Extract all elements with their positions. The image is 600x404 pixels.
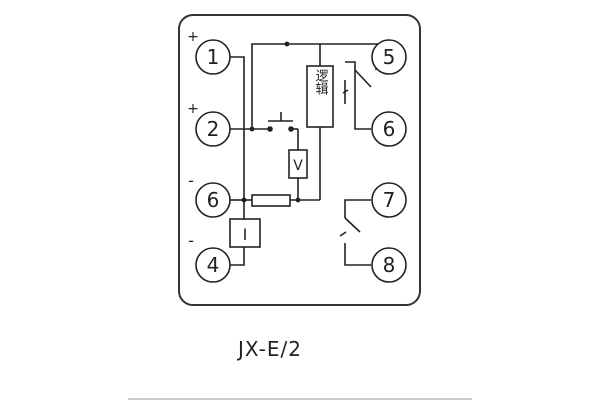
terminal-1-label: 1 bbox=[207, 45, 220, 69]
terminal-8: 8 bbox=[371, 247, 407, 283]
contact-78-symbol bbox=[339, 217, 361, 237]
current-meter-box bbox=[229, 218, 261, 248]
polarity-t2: + bbox=[187, 101, 199, 117]
terminal-8-label: 8 bbox=[383, 253, 396, 277]
terminal-1: 1 bbox=[195, 39, 231, 75]
polarity-t4: - bbox=[188, 231, 194, 250]
terminal-6-right-label: 6 bbox=[383, 117, 396, 141]
push-switch bbox=[267, 112, 294, 132]
wire-t1 bbox=[230, 56, 245, 238]
terminal-4-label: 4 bbox=[207, 253, 220, 277]
logic-block bbox=[306, 65, 334, 128]
resistor bbox=[251, 194, 291, 207]
current-meter-label: I bbox=[243, 225, 248, 244]
voltage-meter-label: V bbox=[293, 158, 303, 174]
terminal-7: 7 bbox=[371, 182, 407, 218]
voltage-meter-box bbox=[288, 149, 308, 179]
terminal-7-label: 7 bbox=[383, 188, 396, 212]
polarity-t6: - bbox=[188, 171, 194, 190]
terminal-5-label: 5 bbox=[383, 45, 396, 69]
terminal-4: 4 bbox=[195, 247, 231, 283]
wire-contact-78 bbox=[344, 199, 371, 266]
terminal-2-label: 2 bbox=[207, 117, 220, 141]
contact-56-symbol bbox=[342, 69, 372, 104]
terminal-5: 5 bbox=[371, 39, 407, 75]
junction-dots bbox=[241, 41, 301, 203]
terminal-6-label: 6 bbox=[207, 188, 220, 212]
device-frame bbox=[178, 14, 421, 306]
model-label: JX-E/2 bbox=[236, 337, 302, 361]
logic-block-label: 逻辑 bbox=[313, 69, 329, 95]
terminal-6-right: 6 bbox=[371, 111, 407, 147]
terminal-2: 2 bbox=[195, 111, 231, 147]
polarity-t1: + bbox=[187, 29, 199, 45]
wire-t4 bbox=[230, 247, 245, 266]
terminal-6: 6 bbox=[195, 182, 231, 218]
